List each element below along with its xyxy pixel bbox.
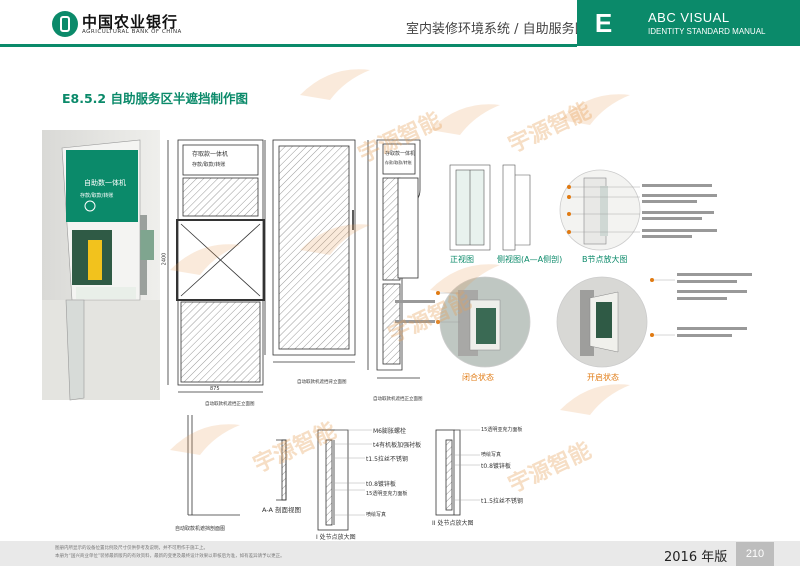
manual-title: ABC VISUAL bbox=[648, 10, 730, 25]
kiosk-photo: 自助数一体机 存款/取款/转账 bbox=[42, 130, 160, 401]
small-side-view bbox=[502, 164, 531, 251]
page-number: 210 bbox=[736, 542, 774, 566]
detail-ii-label: 15透明亚克力面板 bbox=[481, 427, 523, 433]
bank-name-en: AGRICULTURAL BANK OF CHINA bbox=[82, 29, 182, 35]
view-label-closed: 闭合状态 bbox=[462, 373, 494, 382]
detail-i-label: M6膨胀螺栓 bbox=[373, 428, 406, 435]
section-aa-view bbox=[187, 415, 287, 516]
footer bbox=[0, 541, 800, 566]
detail-ii-view bbox=[435, 429, 461, 516]
view-label-detail-b: B节点放大图 bbox=[582, 255, 628, 264]
svg-text:存取款一体机: 存取款一体机 bbox=[385, 150, 415, 157]
bank-name-cn: 中国农业银行 bbox=[82, 13, 179, 31]
footer-note-1: 图册内所显示的设备位置比例及尺寸仅供参考及说明，并不可用作于施工上。 bbox=[55, 546, 208, 551]
svg-text:自动取款机遮挡正立面图: 自动取款机遮挡正立面图 bbox=[373, 395, 423, 402]
front-elevation: 存取款一体机 存款/取款/转账 bbox=[167, 139, 265, 393]
footer-note-2: 本册为“国兴商业单位”装修最新版内的有效资料，最新的变更及最终设计效果以审核后为… bbox=[55, 554, 285, 559]
view-label-side: 侧视图(A—A侧剖) bbox=[497, 255, 563, 264]
watermark-wings bbox=[170, 69, 630, 455]
detail-ii-label: t1.5拉丝不锈钢 bbox=[481, 498, 523, 505]
detail-i-caption: I 处节点放大图 bbox=[316, 534, 356, 541]
dim-width: 875 bbox=[210, 386, 220, 392]
section-title: 室内装修环境系统 / 自助服务区 bbox=[406, 22, 588, 37]
detail-ii-label: 喷绘写真 bbox=[481, 452, 502, 458]
svg-text:自动取款机遮挡正立面图: 自动取款机遮挡正立面图 bbox=[205, 400, 255, 407]
detail-i-view bbox=[317, 429, 349, 531]
view-label-open: 开启状态 bbox=[587, 373, 619, 382]
header-divider bbox=[0, 44, 577, 47]
closed-state-photo bbox=[436, 276, 531, 368]
manual-subtitle: IDENTITY STANDARD MANUAL bbox=[648, 27, 766, 36]
detail-i-label: 15透明亚克力面板 bbox=[366, 491, 408, 497]
svg-text:存取款一体机: 存取款一体机 bbox=[192, 150, 228, 158]
svg-text:存款/取款/转账: 存款/取款/转账 bbox=[80, 192, 113, 199]
detail-i-label: t0.8镀锌板 bbox=[366, 481, 396, 488]
section-small-caption: 自动取款机遮挡剖面图 bbox=[175, 526, 226, 532]
chapter-letter: E bbox=[577, 0, 630, 46]
detail-b-view bbox=[559, 169, 641, 251]
svg-text:自动取款机遮挡背立面图: 自动取款机遮挡背立面图 bbox=[297, 378, 347, 385]
detail-ii-label: t0.8镀锌板 bbox=[481, 463, 511, 470]
bank-logo-icon bbox=[52, 11, 78, 37]
view-label-front: 正视图 bbox=[450, 255, 474, 264]
detail-i-label: 喷绘写真 bbox=[366, 512, 387, 518]
detail-i-label: t4有机板加强衬板 bbox=[373, 442, 422, 449]
dim-height: 2400 bbox=[161, 252, 168, 266]
detail-ii-caption: II 处节点放大图 bbox=[432, 520, 474, 527]
section-aa-caption: A-A 剖面视图 bbox=[262, 506, 302, 514]
manual-badge bbox=[630, 0, 800, 46]
small-front-view bbox=[449, 164, 491, 251]
back-elevation bbox=[264, 139, 356, 363]
side-elevation: 存取款一体机 存款/取款/转账 bbox=[367, 139, 421, 379]
detail-i-label: t1.5拉丝不锈钢 bbox=[366, 456, 408, 463]
svg-text:存款/取款/转账: 存款/取款/转账 bbox=[192, 161, 225, 168]
svg-text:自助数一体机: 自助数一体机 bbox=[84, 178, 126, 187]
page-title: E8.5.2 自助服务区半遮挡制作图 bbox=[62, 91, 248, 106]
edition-year: 2016 年版 bbox=[664, 550, 728, 565]
open-state-photo bbox=[556, 276, 654, 368]
svg-text:存款/取款/转账: 存款/取款/转账 bbox=[385, 159, 412, 165]
